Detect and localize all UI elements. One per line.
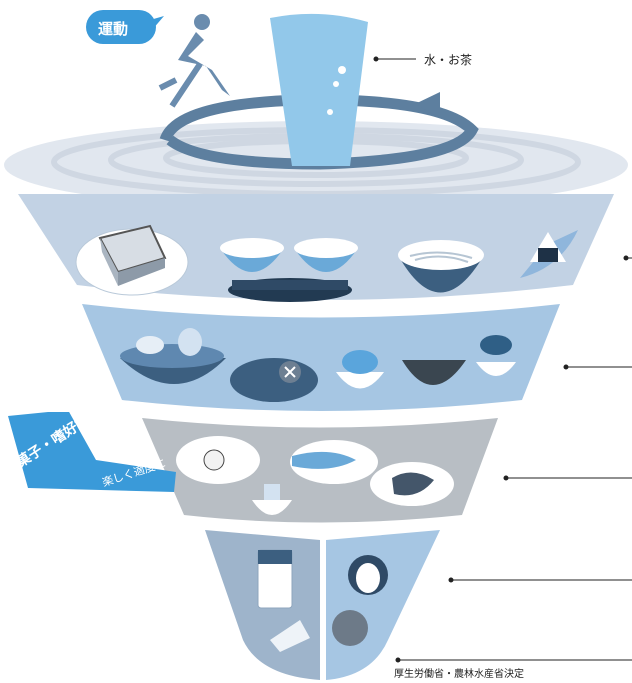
milk-glass-icon <box>257 549 293 609</box>
tier-vegetables <box>82 304 560 411</box>
bread-icon <box>75 224 189 296</box>
credit-label: 厚生労働省・農林水産省決定 <box>394 669 524 680</box>
exercise-label: 運動 <box>98 20 129 38</box>
onigiri-icon <box>520 230 578 278</box>
tier-milk-fruit <box>205 530 440 680</box>
water-label: 水・お茶 <box>424 53 473 67</box>
meat-plate-icon <box>370 462 454 506</box>
snack-ribbon <box>8 412 176 492</box>
leader-lines <box>373 56 632 663</box>
soup-bowl-icon <box>230 358 318 402</box>
apple-icon <box>348 555 388 595</box>
orange-icon <box>332 610 368 646</box>
fried-egg-icon <box>176 436 260 484</box>
salad-bowl-icon <box>120 328 226 384</box>
side-dish-icon <box>336 335 516 389</box>
tofu-icon <box>252 484 292 515</box>
runner-icon <box>158 14 230 108</box>
fish-plate-icon <box>290 440 378 484</box>
rotation-arrow-icon <box>159 92 479 170</box>
noodle-bowl-icon <box>398 240 484 293</box>
tier-protein <box>142 418 498 523</box>
water-glass-icon <box>270 13 368 167</box>
tier-grains <box>18 194 614 302</box>
exercise-bubble <box>86 10 164 44</box>
cheese-icon <box>270 620 310 652</box>
rice-bowl-icon <box>220 238 358 302</box>
